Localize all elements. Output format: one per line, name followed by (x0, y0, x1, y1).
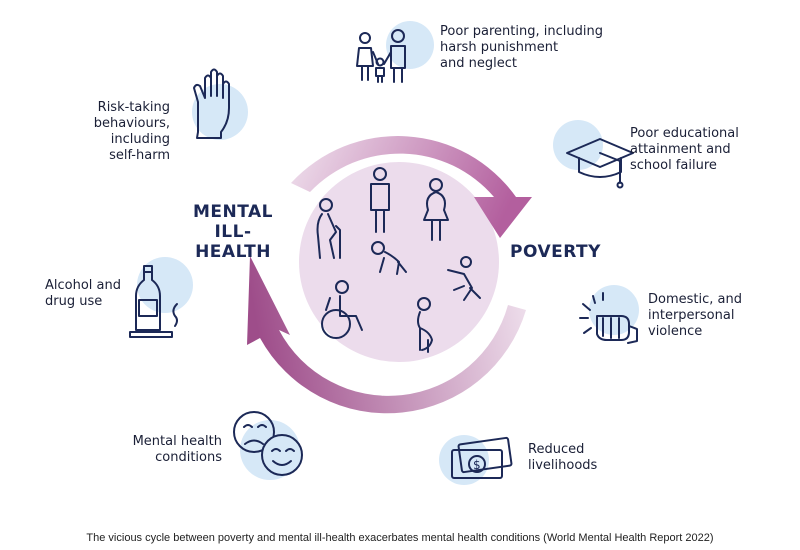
elderly-icon (316, 198, 341, 259)
risk-taking-label: Risk-taking behaviours, including self-h… (70, 100, 170, 164)
family-icon (356, 29, 406, 83)
poverty-label: POVERTY (510, 242, 601, 262)
masks-icon (233, 411, 303, 476)
mental-label-line-2: ILL-HEALTH (195, 222, 271, 262)
livelihoods-line-1: Reduced (528, 442, 585, 457)
education-line-2: attainment and (630, 142, 731, 157)
money-icon: $ (451, 436, 513, 479)
risk-line-3: including (110, 132, 170, 147)
mental-conditions-label: Mental health conditions (110, 434, 222, 466)
mental-label-line-1: MENTAL (192, 202, 274, 222)
hand-icon (193, 68, 230, 139)
livelihoods-label: Reduced livelihoods (528, 442, 597, 474)
parenting-line-3: and neglect (440, 56, 517, 71)
woman-icon (423, 178, 449, 241)
mental-ill-health-label: MENTAL ILL-HEALTH (185, 202, 281, 262)
crawling-baby-icon (371, 241, 407, 275)
violence-line-2: interpersonal (648, 308, 735, 323)
svg-text:$: $ (473, 458, 481, 472)
education-line-3: school failure (630, 158, 717, 173)
wheelchair-icon (321, 280, 363, 339)
education-line-1: Poor educational (630, 126, 739, 141)
pregnant-icon (417, 297, 433, 353)
adult-icon (370, 167, 390, 233)
mental-conditions-line-1: Mental health (132, 434, 222, 449)
violence-line-1: Domestic, and (648, 292, 742, 307)
child-icon (447, 256, 481, 301)
parenting-label: Poor parenting, including harsh punishme… (440, 24, 603, 72)
alcohol-line-1: Alcohol and (45, 278, 122, 293)
violence-label: Domestic, and interpersonal violence (648, 292, 742, 340)
figure-caption: The vicious cycle between poverty and me… (86, 532, 714, 544)
alcohol-label: Alcohol and drug use (45, 278, 121, 310)
bottle-icon (129, 265, 178, 338)
cycle-arrow-top (291, 136, 532, 238)
education-label: Poor educational attainment and school f… (630, 126, 739, 174)
violence-line-3: violence (648, 324, 703, 339)
alcohol-line-2: drug use (45, 294, 103, 309)
graduation-cap-icon (566, 138, 634, 189)
risk-line-1: Risk-taking (97, 100, 170, 115)
risk-line-4: self-harm (109, 148, 170, 163)
parenting-line-2: harsh punishment (440, 40, 559, 55)
risk-line-2: behaviours, (93, 116, 170, 131)
parenting-line-1: Poor parenting, including (440, 24, 603, 39)
livelihoods-line-2: livelihoods (528, 458, 598, 473)
mental-conditions-line-2: conditions (155, 450, 222, 465)
fist-icon (579, 292, 638, 344)
cycle-arrow-bottom (247, 256, 526, 414)
